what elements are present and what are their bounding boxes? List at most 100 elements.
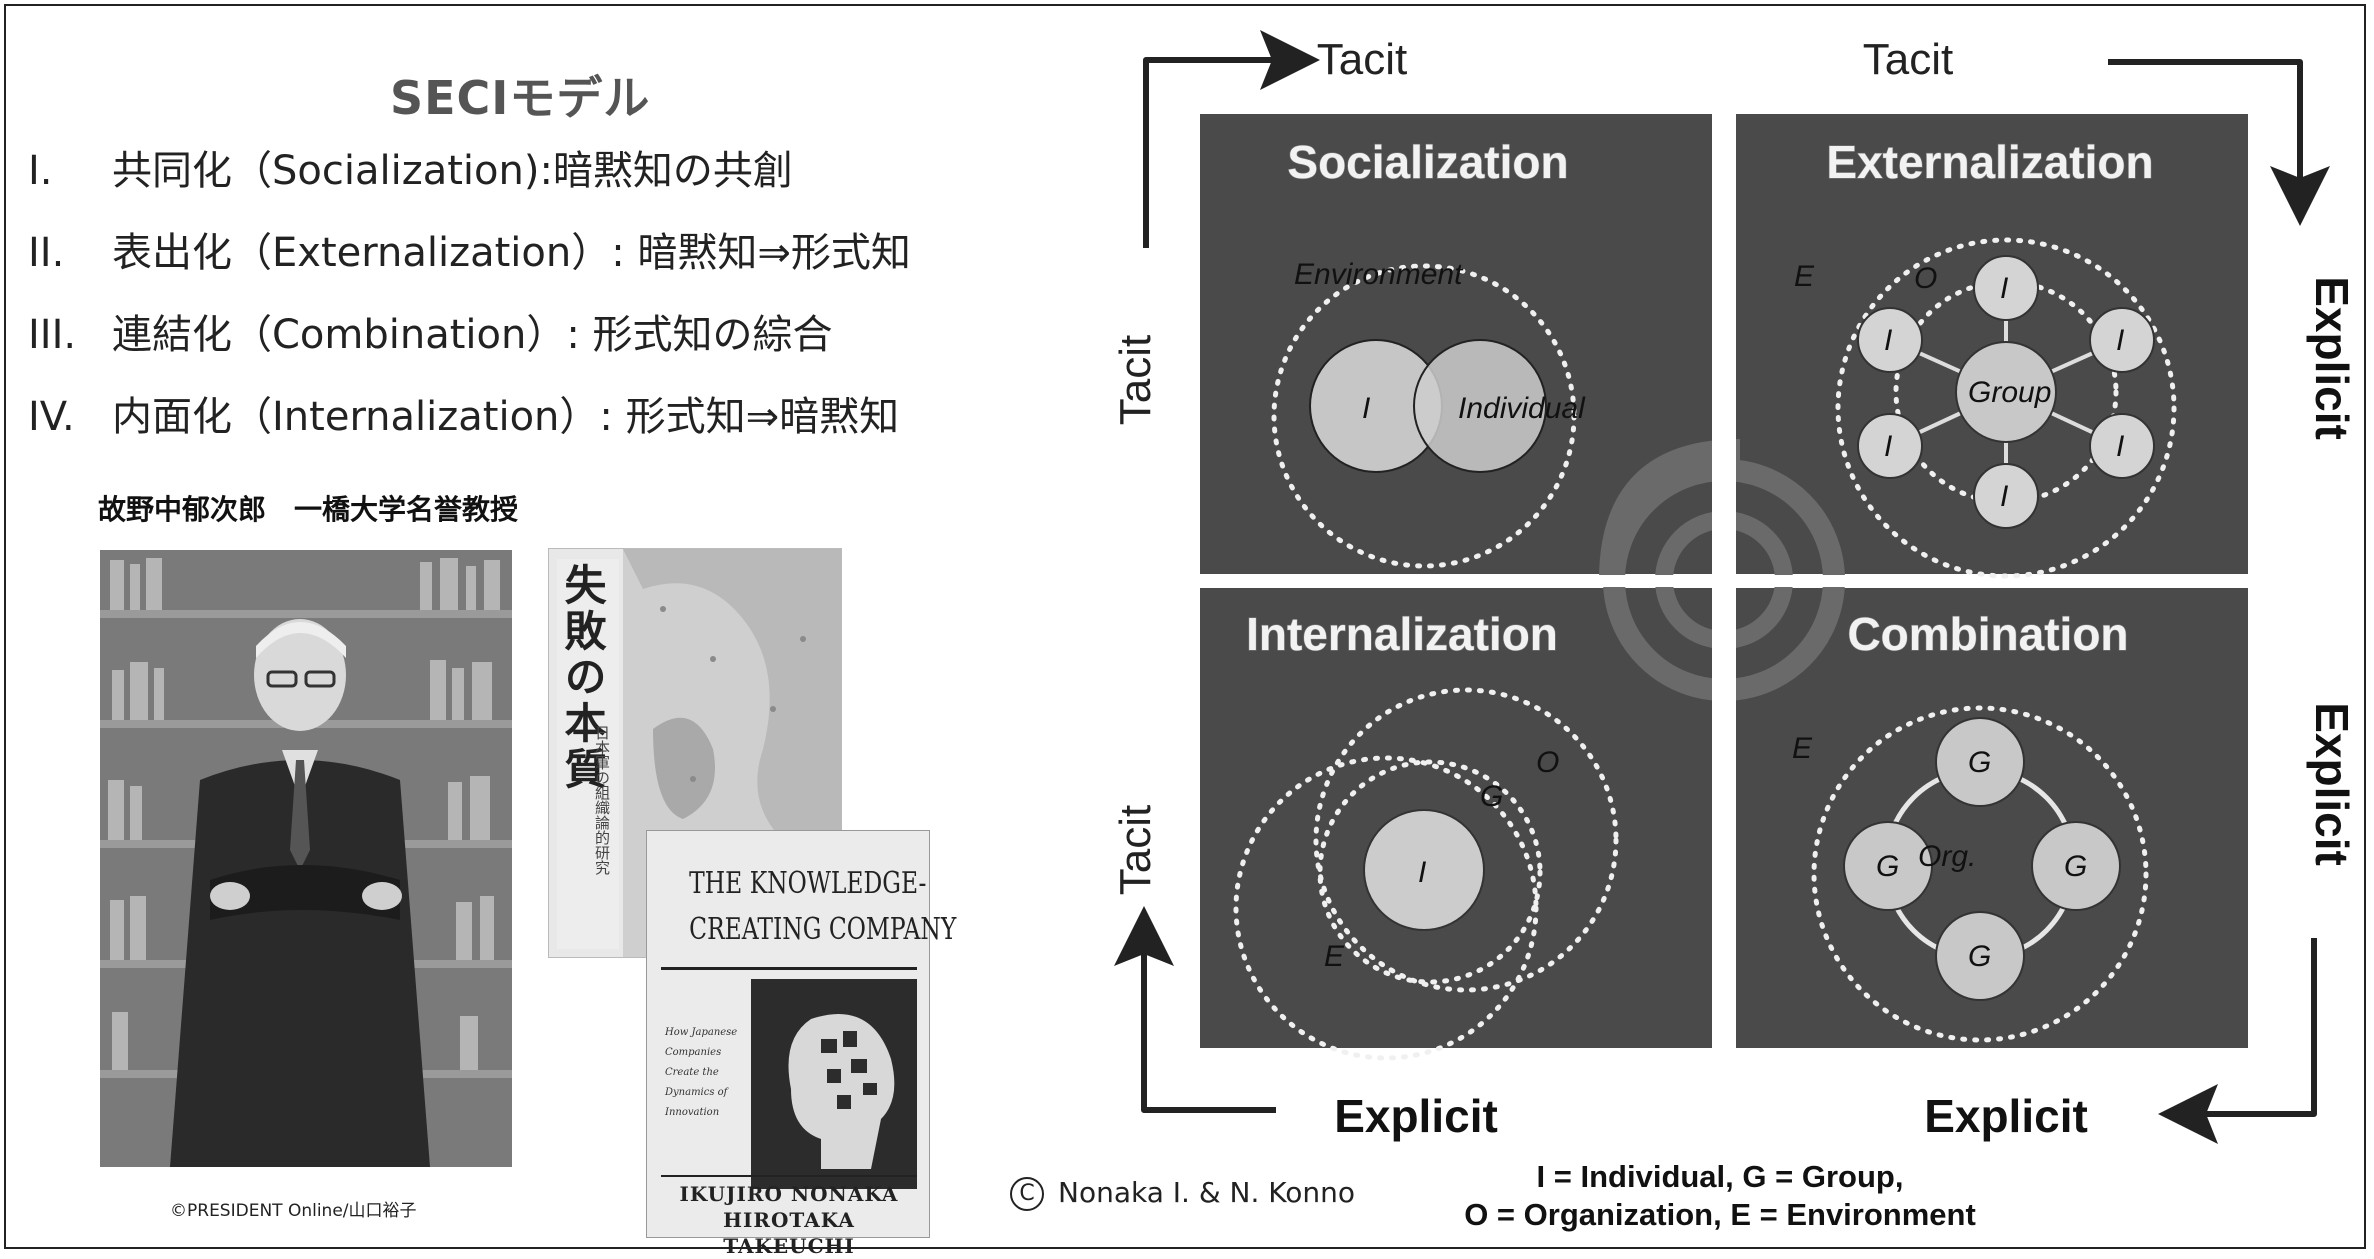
arrow-right-bottom bbox=[2158, 938, 2317, 1144]
seci-mode-combination: III. 連結化（Combination）: 形式知の綜合 bbox=[28, 302, 911, 384]
book2-title-line1: THE KNOWLEDGE- bbox=[689, 866, 927, 901]
item-number: IV. bbox=[28, 394, 75, 440]
arrow-bottom-left bbox=[1114, 906, 1276, 1113]
quadrant-title-combination: Combination bbox=[1847, 608, 2128, 660]
label-i: I bbox=[1362, 392, 1370, 425]
axis-label-bottom-left: Explicit bbox=[1334, 1090, 1498, 1142]
internalization-figure bbox=[1233, 687, 1619, 1061]
item-text: 表出化（Externalization）: 暗黙知⇒形式知 bbox=[112, 230, 911, 276]
node-label-g: G bbox=[2064, 850, 2087, 883]
quadrant-title-internalization: Internalization bbox=[1246, 608, 1558, 660]
book2-head-illustration bbox=[751, 979, 917, 1189]
book2-author2: HIROTAKA TAKEUCHI bbox=[723, 1208, 855, 1258]
individual-node bbox=[1857, 413, 1923, 479]
page-frame bbox=[4, 4, 2366, 1249]
axis-label-right-upper: Explicit bbox=[2306, 276, 2358, 440]
node-label-i: I bbox=[2000, 272, 2008, 305]
environment-circle bbox=[1811, 705, 2149, 1043]
legend-line1: I = Individual, G = Group, bbox=[1536, 1159, 1904, 1194]
center-cross-v bbox=[1712, 114, 1736, 1048]
seci-mode-socialization: I. 共同化（Socialization):暗黙知の共創 bbox=[28, 138, 911, 220]
label-e: E bbox=[1794, 260, 1815, 293]
environment-circle bbox=[1271, 263, 1577, 569]
externalization-figure: E O I I I I I I Group bbox=[1794, 237, 2177, 579]
book2-rule bbox=[661, 1175, 917, 1177]
item-number: II. bbox=[28, 230, 65, 276]
book2-rule bbox=[661, 967, 917, 970]
group-node bbox=[1843, 821, 1933, 911]
node-label-g: G bbox=[1876, 850, 1899, 883]
individual-node bbox=[1363, 809, 1485, 931]
individual-node bbox=[1973, 255, 2039, 321]
quadrant-title-socialization: Socialization bbox=[1287, 136, 1568, 188]
axis-label-right-lower: Explicit bbox=[2306, 702, 2358, 866]
seci-mode-list: I. 共同化（Socialization):暗黙知の共創 II. 表出化（Exter… bbox=[28, 138, 911, 466]
label-environment: Environment bbox=[1294, 258, 1464, 291]
label-e: E bbox=[1792, 732, 1813, 765]
axis-label-top-left: Tacit bbox=[1317, 35, 1407, 84]
book1-title: 失敗の本質 bbox=[558, 563, 607, 793]
node-label-g: G bbox=[1968, 746, 1991, 779]
item-text: 連結化（Combination）: 形式知の綜合 bbox=[112, 312, 833, 358]
photo-credit: ©PRESIDENT Online/山口裕子 bbox=[170, 1201, 417, 1221]
individual-node bbox=[1857, 307, 1923, 373]
item-number: III. bbox=[28, 312, 77, 358]
node-label-i: I bbox=[2116, 324, 2124, 357]
organization-circle bbox=[1313, 687, 1619, 993]
book2-title: THE KNOWLEDGE- CREATING COMPANY bbox=[689, 861, 957, 953]
item-text: 共同化（Socialization):暗黙知の共創 bbox=[112, 148, 793, 194]
node-label-i: I bbox=[1884, 324, 1892, 357]
label-individual: Individual bbox=[1458, 392, 1586, 425]
axis-label-left-lower: Tacit bbox=[1111, 805, 1160, 895]
node-label-g: G bbox=[1968, 940, 1991, 973]
organization-circle bbox=[1835, 237, 2177, 579]
label-o: O bbox=[1536, 746, 1559, 779]
individual-node bbox=[1973, 463, 2039, 529]
socialization-figure: Environment I Individual bbox=[1271, 258, 1586, 569]
node-label-i: I bbox=[2000, 480, 2008, 513]
copyright-icon: C bbox=[1010, 1177, 1044, 1211]
seci-title: SECIモデル bbox=[390, 71, 651, 125]
book-cover-knowledge-creating-company: THE KNOWLEDGE- CREATING COMPANY How Japa… bbox=[646, 830, 957, 1258]
diagram-legend: I = Individual, G = Group, O = Organizat… bbox=[1420, 1158, 2020, 1234]
quadrant-internalization bbox=[1200, 588, 1712, 1048]
individual-circle-right bbox=[1413, 339, 1547, 473]
group-node bbox=[1955, 341, 2057, 443]
arrow-top-left bbox=[1143, 30, 1320, 248]
group-circle bbox=[1317, 759, 1543, 985]
node-label-i: I bbox=[2116, 430, 2124, 463]
seci-mode-externalization: II. 表出化（Externalization）: 暗黙知⇒形式知 bbox=[28, 220, 911, 302]
item-number: I. bbox=[28, 148, 53, 194]
author-caption: 故野中郁次郎 一橋大学名誉教授 bbox=[98, 493, 519, 526]
axis-label-left-upper: Tacit bbox=[1111, 335, 1160, 425]
individual-node bbox=[2089, 413, 2155, 479]
legend-line2: O = Organization, E = Environment bbox=[1464, 1197, 1976, 1232]
individual-node bbox=[2089, 307, 2155, 373]
label-g: G bbox=[1480, 780, 1503, 813]
group-node bbox=[1935, 911, 2025, 1001]
axis-label-bottom-right: Explicit bbox=[1924, 1090, 2088, 1142]
label-e: E bbox=[1324, 940, 1345, 973]
group-node bbox=[2031, 821, 2121, 911]
label-i: I bbox=[1418, 856, 1426, 889]
label-o: O bbox=[1914, 262, 1937, 295]
book2-authors: IKUJIRO NONAKA HIROTAKA TAKEUCHI bbox=[661, 1181, 917, 1259]
axis-label-top-right: Tacit bbox=[1863, 35, 1953, 84]
outer-cycle-arrows bbox=[1114, 30, 2330, 1144]
node-label-i: I bbox=[1884, 430, 1892, 463]
arrow-top-right bbox=[2108, 59, 2330, 226]
book1-spine bbox=[557, 559, 619, 949]
quadrant-title-externalization: Externalization bbox=[1826, 136, 2153, 188]
book2-title-line2: CREATING COMPANY bbox=[689, 912, 957, 947]
label-group: Group bbox=[1968, 376, 2051, 409]
item-text: 内面化（Internalization）: 形式知⇒暗黙知 bbox=[112, 394, 900, 440]
group-node bbox=[1935, 717, 2025, 807]
seci-mode-internalization: IV. 内面化（Internalization）: 形式知⇒暗黙知 bbox=[28, 384, 911, 466]
environment-circle bbox=[1233, 755, 1539, 1061]
combination-figure: E G G G G Org. bbox=[1792, 705, 2149, 1043]
seci-diagram: Tacit Tacit Tacit Tacit Explicit Explici… bbox=[1100, 20, 2374, 1150]
book2-author1: IKUJIRO NONAKA bbox=[679, 1182, 899, 1206]
book1-subtitle: 日本軍の組織論的研究 bbox=[593, 725, 611, 875]
book2-subtitle: How Japanese Companies Create the Dynami… bbox=[665, 1027, 738, 1118]
